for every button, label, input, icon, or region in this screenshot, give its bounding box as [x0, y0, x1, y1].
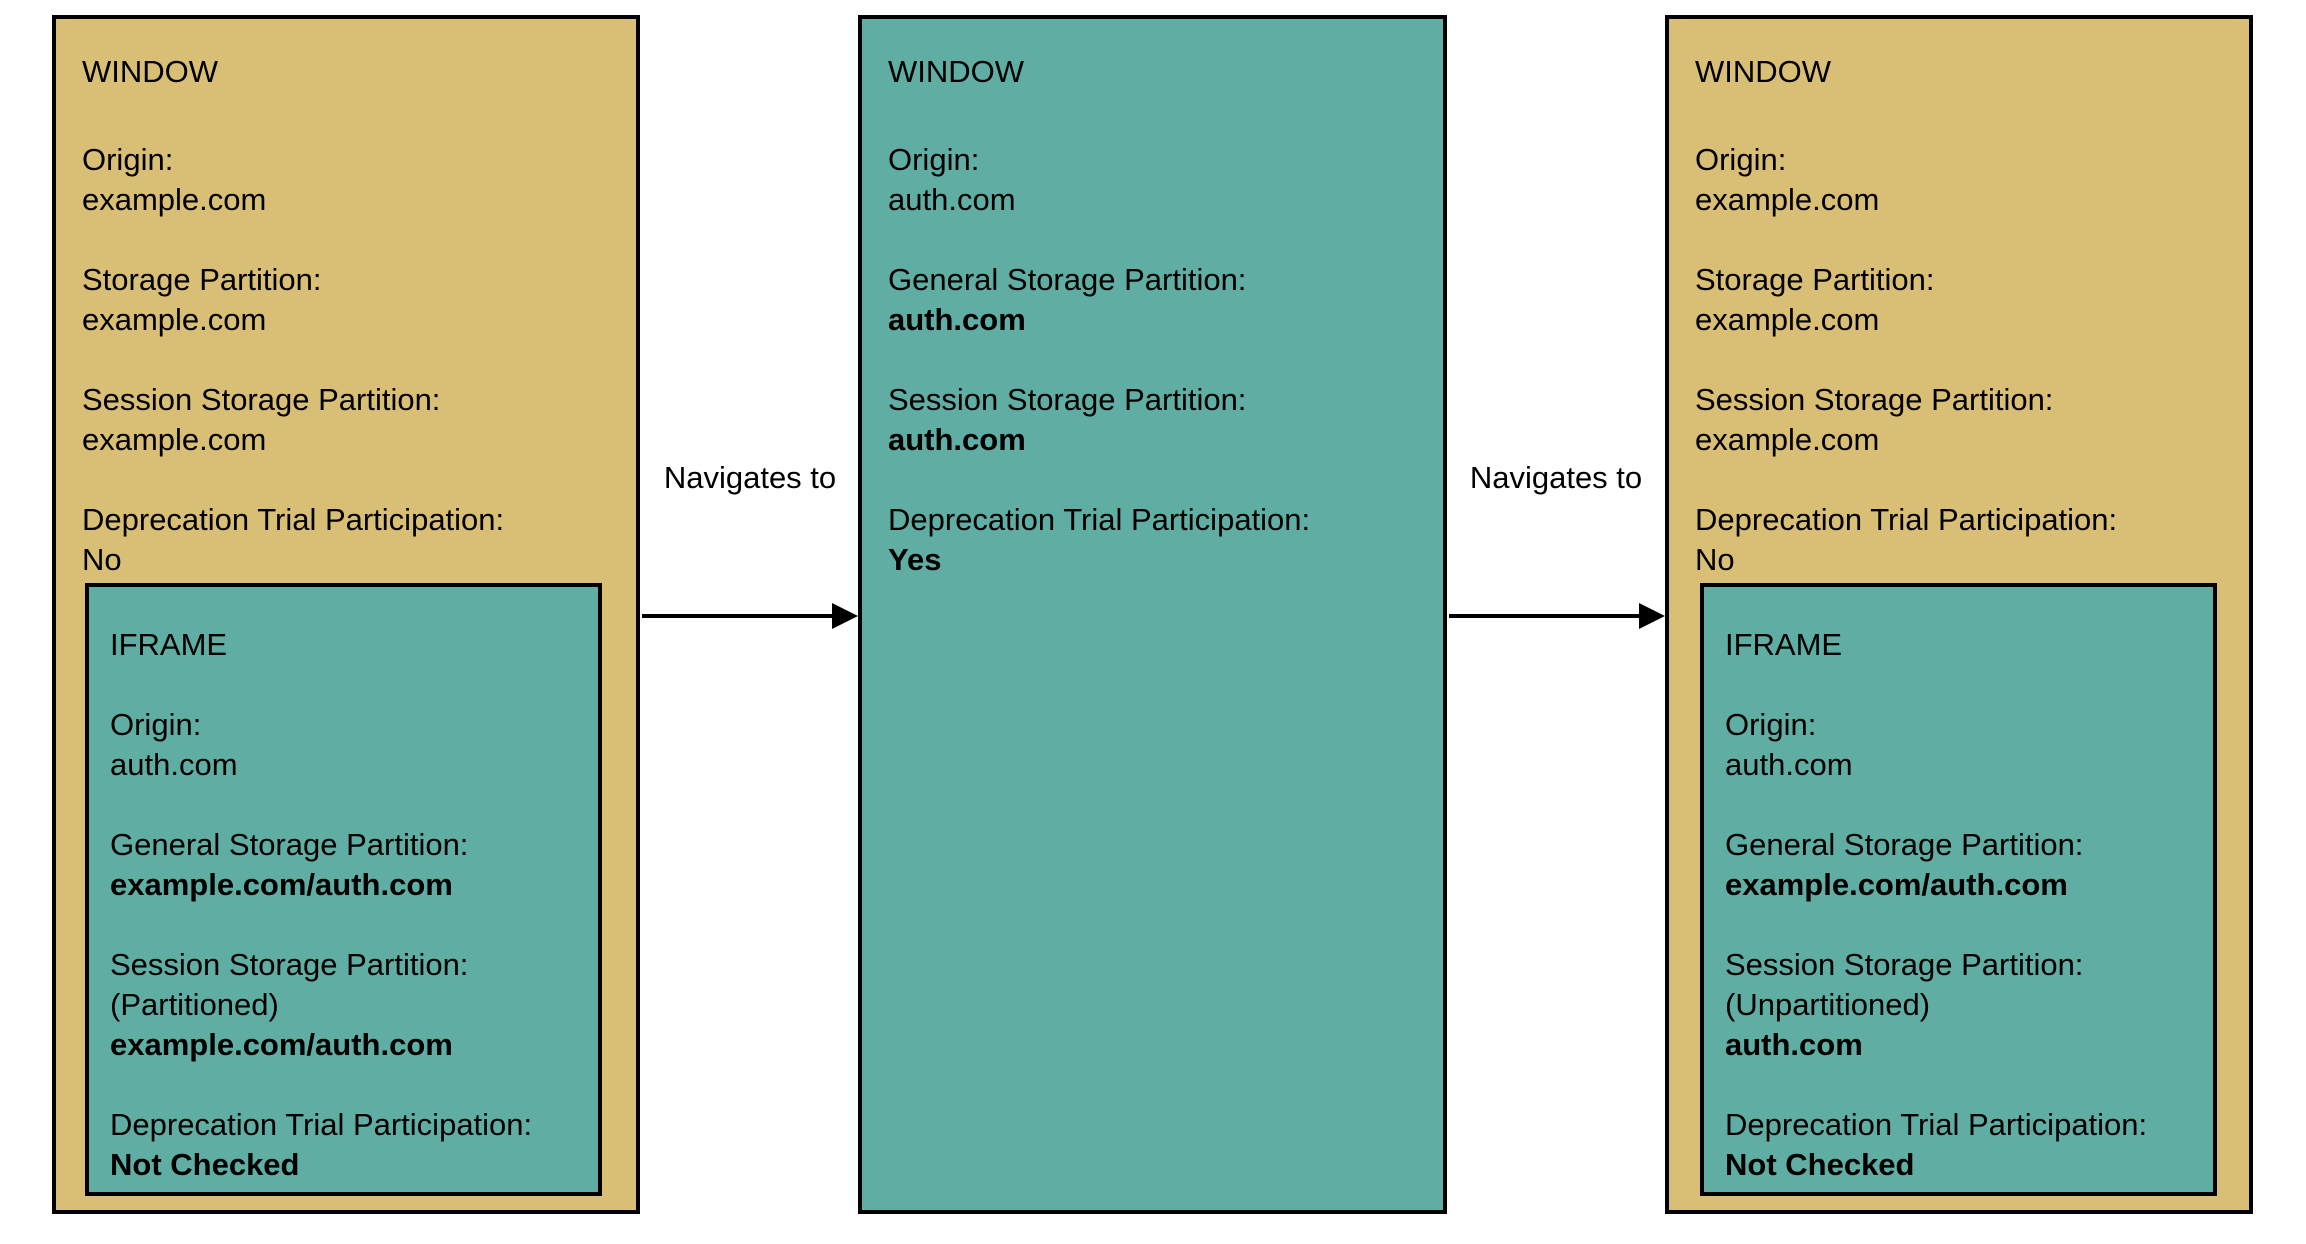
field-value: example.com — [82, 422, 267, 457]
arrow-label-navigates-to-2: Navigates to — [1469, 460, 1643, 495]
field-value: example.com — [1695, 422, 1880, 457]
field-deprecation-trial: Deprecation Trial Participation: No — [1695, 500, 2229, 580]
field-general-storage-partition: General Storage Partition: example.com/a… — [1725, 825, 2197, 905]
window-title: WINDOW — [82, 54, 219, 89]
field-value: example.com — [82, 182, 267, 217]
field-value: No — [1695, 542, 1735, 577]
field-label: General Storage Partition: — [110, 827, 469, 862]
field-label: Session Storage Partition: — [888, 382, 1247, 417]
field-value: auth.com — [888, 182, 1016, 217]
field-deprecation-trial: Deprecation Trial Participation: Yes — [888, 500, 1423, 580]
field-label: General Storage Partition: — [1725, 827, 2084, 862]
window-box-example-left: WINDOW Origin: example.com Storage Parti… — [52, 15, 640, 1214]
field-value: auth.com — [888, 422, 1026, 457]
field-session-storage-partition: Session Storage Partition: example.com — [82, 380, 616, 460]
field-origin: Origin: example.com — [82, 140, 616, 220]
field-label: Origin: — [1725, 707, 1817, 742]
field-label: Session Storage Partition: — [110, 947, 469, 982]
field-general-storage-partition: General Storage Partition: example.com/a… — [110, 825, 582, 905]
field-origin: Origin: example.com — [1695, 140, 2229, 220]
navigation-arrow-head-1 — [832, 603, 858, 629]
field-origin: Origin: auth.com — [110, 705, 582, 785]
navigation-arrow-head-2 — [1639, 603, 1665, 629]
navigation-arrow-line-2 — [1449, 614, 1643, 618]
field-origin: Origin: auth.com — [1725, 705, 2197, 785]
field-value: example.com — [1695, 182, 1880, 217]
field-label: Session Storage Partition: — [1725, 947, 2084, 982]
field-session-storage-partition: Session Storage Partition: (Partitioned)… — [110, 945, 582, 1065]
field-value: No — [82, 542, 122, 577]
window-title: WINDOW — [1695, 54, 1832, 89]
field-value: Not Checked — [1725, 1147, 1915, 1182]
window-title: WINDOW — [888, 54, 1025, 89]
field-label: Deprecation Trial Participation: — [82, 502, 505, 537]
iframe-title: IFRAME — [1725, 627, 1843, 662]
field-session-storage-partition: Session Storage Partition: example.com — [1695, 380, 2229, 460]
field-session-storage-partition: Session Storage Partition: auth.com — [888, 380, 1423, 460]
arrow-label-navigates-to-1: Navigates to — [663, 460, 837, 495]
field-label: Session Storage Partition: — [1695, 382, 2054, 417]
field-label: Deprecation Trial Participation: — [1725, 1107, 2148, 1142]
field-value: auth.com — [1725, 747, 1853, 782]
field-value: Not Checked — [110, 1147, 300, 1182]
field-value: example.com — [1695, 302, 1880, 337]
field-label: Storage Partition: — [1695, 262, 1935, 297]
field-deprecation-trial: Deprecation Trial Participation: No — [82, 500, 616, 580]
field-value: example.com/auth.com — [110, 867, 453, 902]
iframe-box-auth-right: IFRAME Origin: auth.com General Storage … — [1700, 583, 2217, 1196]
field-origin: Origin: auth.com — [888, 140, 1423, 220]
field-general-storage-partition: General Storage Partition: auth.com — [888, 260, 1423, 340]
field-deprecation-trial: Deprecation Trial Participation: Not Che… — [1725, 1105, 2197, 1185]
field-value: auth.com — [888, 302, 1026, 337]
field-label: Origin: — [1695, 142, 1787, 177]
field-value: example.com/auth.com — [110, 1027, 453, 1062]
field-label: Deprecation Trial Participation: — [1695, 502, 2118, 537]
field-storage-partition: Storage Partition: example.com — [1695, 260, 2229, 340]
field-storage-partition: Storage Partition: example.com — [82, 260, 616, 340]
field-label: Deprecation Trial Participation: — [888, 502, 1311, 537]
field-value: auth.com — [110, 747, 238, 782]
window-box-example-right: WINDOW Origin: example.com Storage Parti… — [1665, 15, 2253, 1214]
field-label: Deprecation Trial Participation: — [110, 1107, 533, 1142]
field-label: Origin: — [888, 142, 980, 177]
iframe-title: IFRAME — [110, 627, 228, 662]
field-note: (Partitioned) — [110, 987, 279, 1022]
navigation-arrow-line-1 — [642, 614, 836, 618]
field-note: (Unpartitioned) — [1725, 987, 1931, 1022]
field-label: Origin: — [110, 707, 202, 742]
iframe-box-auth-left: IFRAME Origin: auth.com General Storage … — [85, 583, 602, 1196]
field-label: Session Storage Partition: — [82, 382, 441, 417]
field-label: General Storage Partition: — [888, 262, 1247, 297]
field-label: Storage Partition: — [82, 262, 322, 297]
field-value: Yes — [888, 542, 942, 577]
field-session-storage-partition: Session Storage Partition: (Unpartitione… — [1725, 945, 2197, 1065]
field-value: auth.com — [1725, 1027, 1863, 1062]
field-value: example.com — [82, 302, 267, 337]
window-box-auth-center: WINDOW Origin: auth.com General Storage … — [858, 15, 1447, 1214]
field-value: example.com/auth.com — [1725, 867, 2068, 902]
field-deprecation-trial: Deprecation Trial Participation: Not Che… — [110, 1105, 582, 1185]
field-label: Origin: — [82, 142, 174, 177]
